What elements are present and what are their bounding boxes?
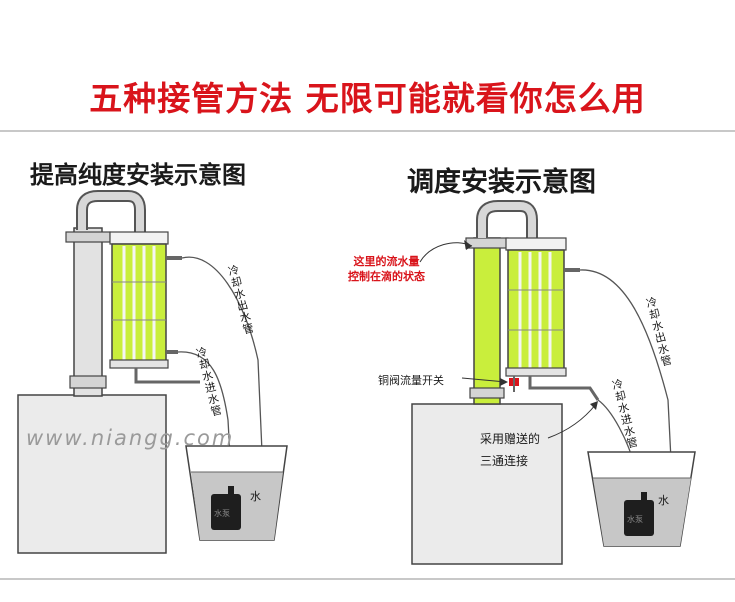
bottom-divider (0, 578, 735, 580)
watermark: www.niangg.com (26, 426, 235, 450)
banner-title: 五种接管方法 无限可能就看你怎么用 (89, 79, 646, 118)
tee-label: 采用赠送的 三通连接 (480, 428, 540, 472)
right-water-label: 水 (658, 494, 669, 507)
right-pump-label: 水泵 (627, 515, 643, 524)
left-condenser (111, 243, 167, 363)
right-boiler-box (411, 403, 563, 565)
right-outlet-hose (579, 269, 673, 481)
left-outlet-hose (181, 256, 263, 453)
valve-label: 铜阀流量开关 (378, 374, 444, 387)
tee-arrow (547, 403, 597, 439)
left-column (73, 227, 103, 397)
right-condenser (507, 249, 565, 371)
flow-note-line1: 这里的流水量 (353, 255, 420, 268)
left-condenser-cap (109, 231, 169, 245)
flow-note-line2: 控制在滴的状态 (348, 270, 425, 283)
tee-line1: 采用赠送的 (480, 432, 541, 446)
left-diagram-title: 提高纯度安装示意图 (30, 161, 246, 189)
left-boiler-box (17, 394, 167, 554)
left-inlet-hose (177, 351, 233, 493)
left-pump-label: 水泵 (214, 509, 230, 518)
right-column (473, 237, 501, 405)
left-pump (211, 494, 241, 530)
left-water-label: 水 (250, 490, 261, 503)
right-pump (624, 500, 654, 536)
right-diagram-title: 调度安装示意图 (407, 167, 596, 198)
valve-arrow (461, 377, 507, 383)
top-divider (0, 130, 735, 132)
flow-note: 这里的流水量 控制在滴的状态 (348, 254, 425, 284)
tee-line2: 三通连接 (480, 454, 529, 468)
flow-note-arrow (419, 242, 473, 263)
